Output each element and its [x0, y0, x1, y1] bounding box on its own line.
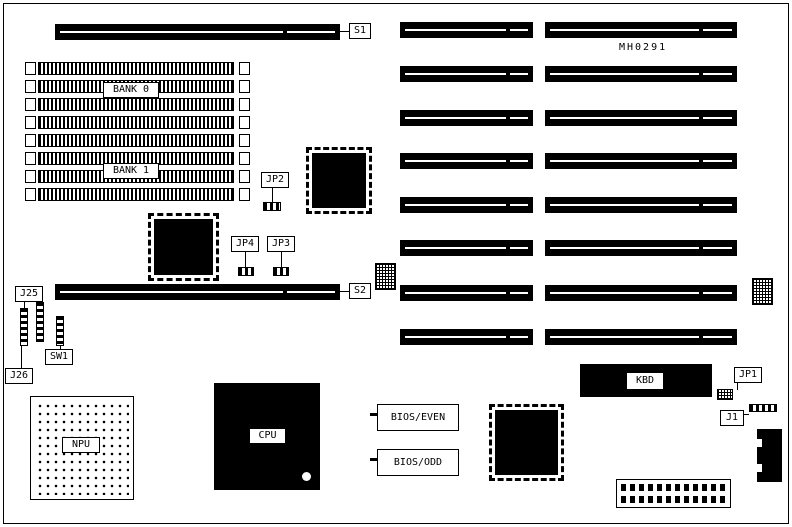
isa-slot — [400, 22, 533, 38]
leader-line — [744, 414, 749, 415]
slot-s1 — [55, 24, 340, 40]
leader-line — [21, 346, 22, 368]
leader-line — [245, 252, 246, 267]
jp4-jumper-pins — [238, 267, 254, 276]
jp3-label: JP3 — [267, 236, 295, 252]
bank0-label: BANK 0 — [103, 82, 159, 98]
j26-label: J26 — [5, 368, 33, 384]
j1-label: J1 — [720, 410, 744, 426]
leader-line — [24, 302, 25, 308]
isa-slot — [545, 153, 737, 169]
leader-line — [370, 413, 377, 416]
leader-line — [370, 458, 377, 461]
jp4-label: JP4 — [231, 236, 259, 252]
isa-slot — [400, 240, 533, 256]
isa-slot — [400, 285, 533, 301]
leader-line — [340, 291, 349, 292]
pin-header-connector — [616, 479, 731, 508]
power-connector — [752, 278, 773, 305]
simm-socket — [25, 116, 250, 129]
qfp-chip — [489, 404, 564, 481]
leader-line — [272, 188, 273, 202]
bank1-label: BANK 1 — [103, 163, 159, 179]
isa-slot — [400, 110, 533, 126]
simm-socket — [25, 62, 250, 75]
power-connector — [375, 263, 396, 290]
leader-line — [340, 31, 349, 32]
keyboard-din-connector — [757, 429, 782, 482]
simm-socket — [25, 188, 250, 201]
sw1-label: SW1 — [45, 349, 73, 365]
leader-line — [60, 346, 61, 349]
isa-slot — [400, 153, 533, 169]
bios-odd-chip: BIOS/ODD — [377, 449, 459, 476]
isa-slot — [400, 197, 533, 213]
j1-connector — [749, 404, 777, 412]
part-number: MH0291 — [619, 42, 668, 53]
kbd-label: KBD — [626, 372, 664, 390]
simm-socket — [25, 134, 250, 147]
jp1-jumper — [717, 389, 733, 400]
jp2-label: JP2 — [261, 172, 289, 188]
jp1-label: JP1 — [734, 367, 762, 383]
jp3-jumper-pins — [273, 267, 289, 276]
jp2-jumper-pins — [263, 202, 281, 211]
cpu-label: CPU — [249, 428, 286, 444]
slot-s2 — [55, 284, 340, 300]
sw1-dip-switch — [56, 316, 64, 346]
leader-line — [737, 383, 738, 390]
bios-even-chip: BIOS/EVEN — [377, 404, 459, 431]
slot-s1-label: S1 — [349, 23, 371, 39]
isa-slot — [400, 329, 533, 345]
j25-label: J25 — [15, 286, 43, 302]
isa-slot — [545, 110, 737, 126]
header-connector — [36, 302, 44, 342]
slot-s2-label: S2 — [349, 283, 371, 299]
diagram-border — [3, 3, 789, 524]
simm-socket — [25, 98, 250, 111]
isa-slot — [545, 285, 737, 301]
isa-slot — [545, 240, 737, 256]
isa-slot — [400, 66, 533, 82]
isa-slot — [545, 66, 737, 82]
qfp-chip — [148, 213, 219, 281]
isa-slot — [545, 22, 737, 38]
qfp-chip — [306, 147, 372, 214]
leader-line — [281, 252, 282, 267]
isa-slot — [545, 197, 737, 213]
isa-slot — [545, 329, 737, 345]
npu-label: NPU — [62, 437, 100, 453]
j25-connector — [20, 308, 28, 346]
